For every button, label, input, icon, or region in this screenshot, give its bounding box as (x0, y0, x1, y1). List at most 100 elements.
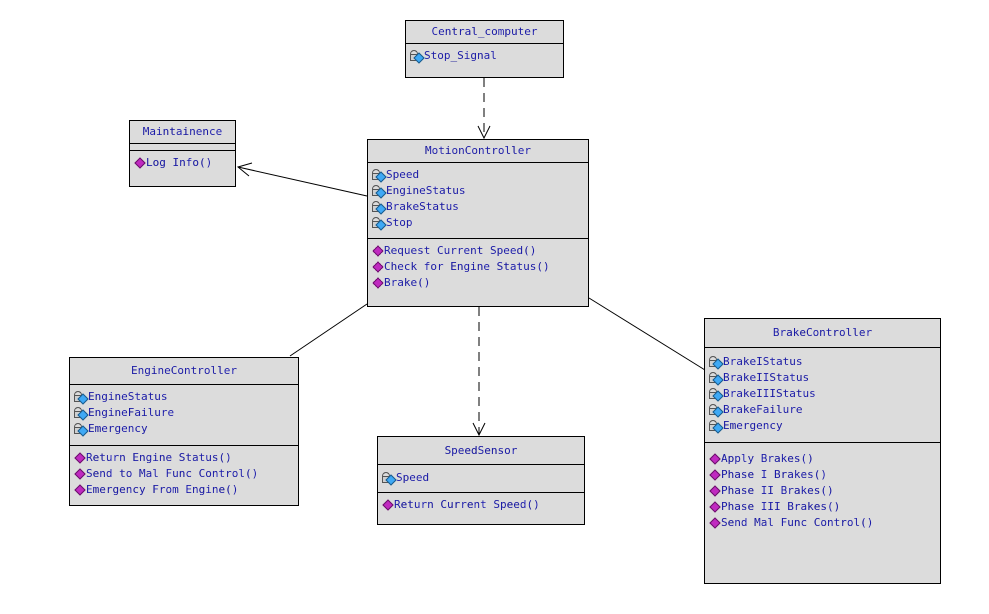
operation-row: Phase I Brakes() (709, 467, 940, 483)
class-central-computer[interactable]: Central_computer Stop_Signal (405, 20, 564, 78)
attribute-row: BrakeStatus (372, 199, 588, 215)
public-operation-icon (709, 468, 721, 482)
protected-attribute-icon (709, 387, 724, 402)
class-name: MotionController (368, 140, 588, 163)
public-operation-icon (709, 500, 721, 514)
operation-label: Phase II Brakes() (721, 484, 834, 497)
attribute-label: Emergency (723, 419, 783, 432)
operations-section: Return Current Speed() (378, 493, 584, 517)
protected-attribute-icon (74, 422, 89, 437)
class-name: Maintainence (130, 121, 235, 144)
attribute-row: Speed (382, 470, 584, 486)
public-operation-icon (372, 244, 384, 258)
operation-row: Return Current Speed() (382, 497, 584, 513)
attributes-section: Stop_Signal (406, 44, 563, 68)
operation-label: Phase I Brakes() (721, 468, 827, 481)
attribute-row: EngineStatus (74, 389, 298, 405)
operation-label: Apply Brakes() (721, 452, 814, 465)
attributes-section (130, 144, 235, 151)
operation-row: Return Engine Status() (74, 450, 298, 466)
attributes-section: BrakeIStatus BrakeIIStatus BrakeIIIStatu… (705, 348, 940, 443)
association-motion-to-brake (588, 297, 706, 371)
attribute-label: BrakeFailure (723, 403, 803, 416)
operation-row: Request Current Speed() (372, 243, 588, 259)
operation-row: Check for Engine Status() (372, 259, 588, 275)
attribute-label: Stop_Signal (424, 49, 497, 62)
attribute-label: Stop (386, 216, 413, 229)
operation-label: Brake() (384, 276, 431, 289)
attribute-row: Stop_Signal (410, 48, 563, 64)
attributes-section: Speed (378, 465, 584, 493)
attribute-label: Emergency (88, 422, 148, 435)
attribute-label: BrakeIStatus (723, 355, 803, 368)
operation-label: Phase III Brakes() (721, 500, 841, 513)
operation-row: Apply Brakes() (709, 451, 940, 467)
operations-section: Return Engine Status() Send to Mal Func … (70, 446, 298, 502)
protected-attribute-icon (410, 49, 425, 64)
protected-attribute-icon (382, 471, 397, 486)
protected-attribute-icon (709, 371, 724, 386)
dependency-motion-to-speedsensor-arrowhead (472, 422, 486, 437)
operations-section: Apply Brakes() Phase I Brakes() Phase II… (705, 443, 940, 535)
public-operation-icon (709, 452, 721, 466)
attribute-label: Speed (396, 471, 430, 484)
public-operation-icon (74, 483, 86, 497)
class-brake-controller[interactable]: BrakeController BrakeIStatus BrakeIIStat… (704, 318, 941, 584)
attribute-label: Speed (386, 168, 420, 181)
protected-attribute-icon (74, 406, 89, 421)
class-maintainence[interactable]: Maintainence Log Info() (129, 120, 236, 187)
attribute-row: Emergency (709, 418, 940, 434)
attribute-row: BrakeIIStatus (709, 370, 940, 386)
public-operation-icon (134, 156, 146, 170)
public-operation-icon (372, 260, 384, 274)
attributes-section: Speed EngineStatus BrakeStatus Stop (368, 163, 588, 239)
class-name: EngineController (70, 358, 298, 385)
attribute-row: Speed (372, 167, 588, 183)
attributes-section: EngineStatus EngineFailure Emergency (70, 385, 298, 446)
operations-section: Request Current Speed() Check for Engine… (368, 239, 588, 295)
protected-attribute-icon (709, 355, 724, 370)
dependency-central-to-motion-arrowhead (477, 125, 491, 140)
operation-label: Return Current Speed() (394, 498, 540, 511)
protected-attribute-icon (372, 184, 387, 199)
operation-label: Send Mal Func Control() (721, 516, 874, 529)
attribute-row: Stop (372, 215, 588, 231)
class-speed-sensor[interactable]: SpeedSensor Speed Return Current Speed() (377, 436, 585, 525)
operation-label: Send to Mal Func Control() (86, 467, 259, 480)
public-operation-icon (709, 484, 721, 498)
class-name: BrakeController (705, 319, 940, 348)
attribute-row: BrakeIIIStatus (709, 386, 940, 402)
association-motion-to-maintainence (237, 166, 368, 197)
operation-row: Log Info() (134, 155, 235, 171)
operation-label: Request Current Speed() (384, 244, 537, 257)
operation-row: Brake() (372, 275, 588, 291)
class-name: SpeedSensor (378, 437, 584, 465)
public-operation-icon (74, 451, 86, 465)
operation-label: Check for Engine Status() (384, 260, 550, 273)
attribute-label: BrakeIIStatus (723, 371, 810, 384)
protected-attribute-icon (74, 390, 89, 405)
class-motion-controller[interactable]: MotionController Speed EngineStatus Brak… (367, 139, 589, 307)
public-operation-icon (372, 276, 384, 290)
public-operation-icon (74, 467, 86, 481)
operation-row: Send to Mal Func Control() (74, 466, 298, 482)
operation-row: Emergency From Engine() (74, 482, 298, 498)
attribute-row: Emergency (74, 421, 298, 437)
attribute-row: EngineFailure (74, 405, 298, 421)
operation-label: Return Engine Status() (86, 451, 232, 464)
association-motion-to-engine (289, 303, 368, 357)
attribute-row: EngineStatus (372, 183, 588, 199)
public-operation-icon (709, 516, 721, 530)
protected-attribute-icon (372, 200, 387, 215)
association-motion-to-maintainence-arrowhead (236, 162, 253, 177)
operation-label: Emergency From Engine() (86, 483, 239, 496)
attribute-label: EngineStatus (88, 390, 168, 403)
protected-attribute-icon (709, 419, 724, 434)
protected-attribute-icon (372, 216, 387, 231)
class-engine-controller[interactable]: EngineController EngineStatus EngineFail… (69, 357, 299, 506)
attribute-label: EngineFailure (88, 406, 175, 419)
attribute-row: BrakeIStatus (709, 354, 940, 370)
operation-row: Send Mal Func Control() (709, 515, 940, 531)
attribute-row: BrakeFailure (709, 402, 940, 418)
